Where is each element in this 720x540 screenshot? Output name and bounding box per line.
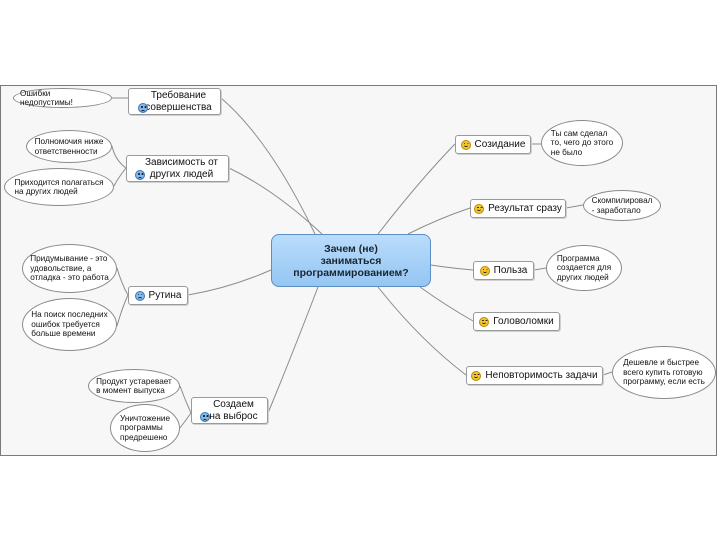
topic-benefit-label: Польза [493,264,528,276]
sad-face-icon [138,103,148,113]
topic-perfection[interactable]: Требование совершенства [128,88,221,115]
topic-puzzles-label: Головоломки [493,315,554,327]
sad-face-icon [134,290,145,301]
topic-discard[interactable]: Создаем на выброс [191,397,268,424]
note-invent: Придумывание - это удовольствие, а отлад… [22,244,117,293]
sad-face-icon [200,412,210,422]
note-destroy: Уничтожение программы предрешено [110,404,180,452]
topic-result-label: Результат сразу [488,202,562,214]
topic-benefit[interactable]: Польза [473,261,534,280]
topic-puzzles[interactable]: Головоломки [473,312,560,331]
happy-face-icon [479,265,490,276]
topic-uniqueness[interactable]: Неповторимость задачи [466,366,603,385]
note-compiled: Скомпилировал - заработало [583,190,661,221]
note-program: Программа создается для других людей [546,245,622,291]
topic-dependence[interactable]: Зависимость от других людей [126,155,229,182]
note-authority: Полномочия ниже ответственности [26,130,112,163]
topic-discard-label: Создаем на выброс [209,398,258,422]
topic-creation-label: Созидание [474,138,526,150]
note-made: Ты сам сделал то, чего до этого не было [541,120,623,166]
sad-face-icon [135,170,145,180]
happy-face-icon [460,139,471,150]
topic-result[interactable]: Результат сразу [470,199,566,218]
happy-face-icon [471,370,482,381]
central-topic-label: Зачем (не) заниматься программированием? [293,242,409,279]
topic-perfection-label: Требование совершенства [145,89,212,113]
topic-uniqueness-label: Неповторимость задачи [485,369,598,381]
topic-dependence-label: Зависимость от других людей [144,156,218,180]
note-obsolete: Продукт устаревает в момент выпуска [88,369,180,403]
note-cheaper: Дешевле и быстрее всего купить готовую п… [612,346,716,399]
central-topic[interactable]: Зачем (не) заниматься программированием? [271,234,431,287]
topic-routine[interactable]: Рутина [128,286,188,305]
happy-face-icon [474,203,485,214]
note-errors: Ошибки недопустимы! [13,88,112,108]
note-adapt: Приходится полагаться на других людей [4,168,114,206]
topic-creation[interactable]: Созидание [455,135,531,154]
happy-face-icon [479,316,490,327]
topic-routine-label: Рутина [148,289,182,301]
note-bugs: На поиск последних ошибок требуется боль… [22,298,117,351]
